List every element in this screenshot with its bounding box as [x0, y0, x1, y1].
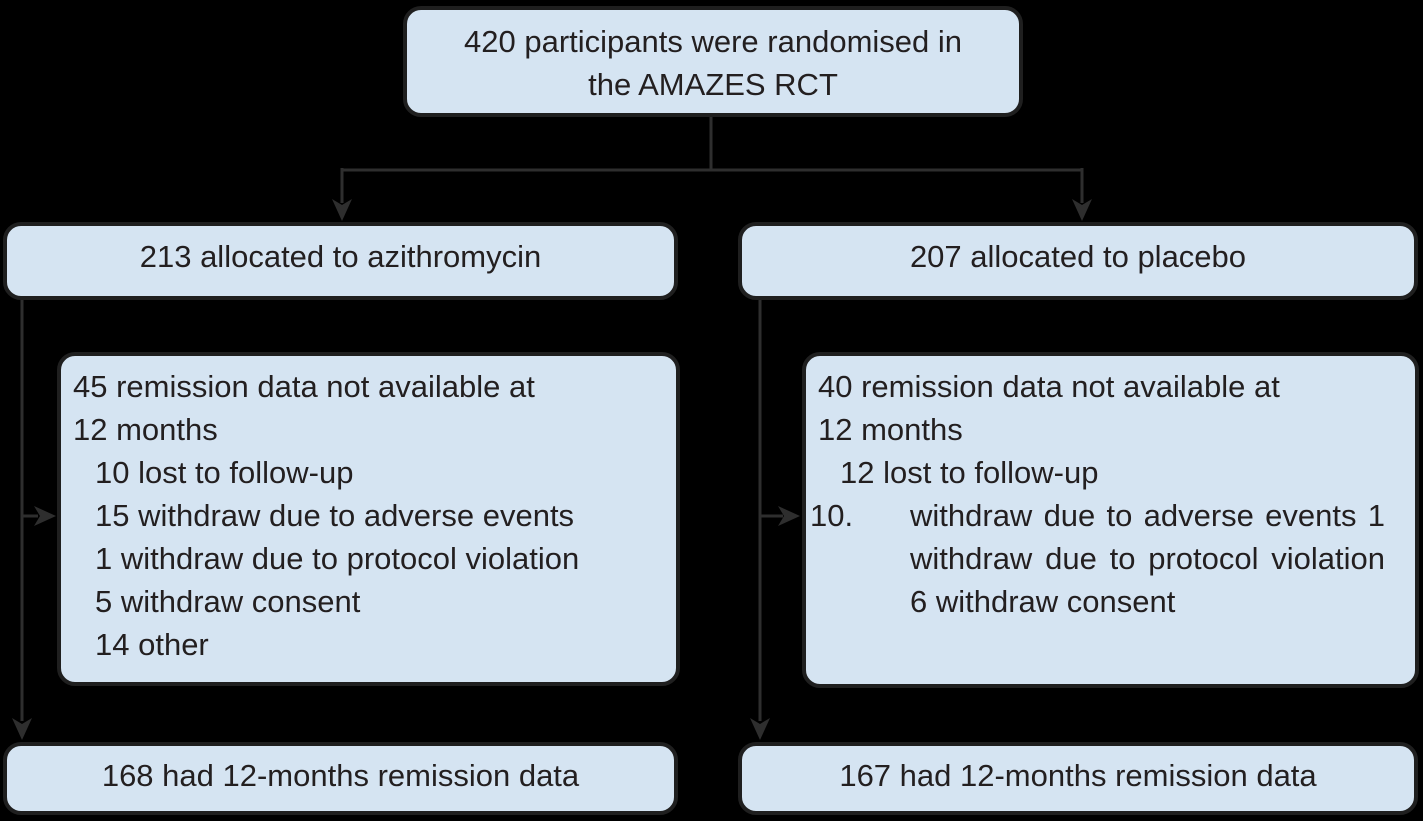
randomised-text-line1: 420 participants were randomised in [464, 24, 962, 59]
arrowhead-left-detail [34, 506, 56, 526]
detail-line: 5 withdraw consent [95, 584, 361, 619]
detail-line: 12 months [818, 412, 963, 447]
detail-line: 12 months [73, 412, 218, 447]
placebo-outcome-box: 167 had 12-months remission data [738, 742, 1418, 815]
randomised-text-line2: the AMAZES RCT [588, 67, 838, 102]
detail-line: 40 remission data not available at [818, 369, 1280, 404]
arrowhead-right-detail [778, 506, 800, 526]
numbered-item-marker: 10. [810, 498, 854, 533]
placebo-missing-data-box: 40 remission data not available at 12 mo… [802, 352, 1419, 688]
arrowhead-right-alloc [1072, 199, 1092, 221]
randomised-box: 420 participants were randomised in the … [403, 6, 1023, 117]
arrowhead-left-alloc [332, 199, 352, 221]
numbered-item-text: withdraw due to adverse events 1 withdra… [910, 498, 1385, 619]
azithromycin-allocation-label: 213 allocated to azithromycin [139, 239, 542, 274]
detail-line: 12 lost to follow-up [840, 455, 1099, 490]
detail-line: 45 remission data not available at [73, 369, 535, 404]
arrowhead-right-outcome [750, 718, 770, 740]
detail-line: 14 other [95, 627, 209, 662]
placebo-allocation-label: 207 allocated to placebo [909, 239, 1247, 274]
azithromycin-outcome-box: 168 had 12-months remission data [3, 742, 678, 815]
azithromycin-allocation-box: 213 allocated to azithromycin [3, 222, 678, 300]
detail-line: 10 lost to follow-up [95, 455, 354, 490]
arrowhead-left-outcome [12, 718, 32, 740]
azithromycin-missing-data-box: 45 remission data not available at 12 mo… [57, 352, 680, 686]
detail-line: 1 withdraw due to protocol violation [95, 541, 580, 576]
detail-line: 15 withdraw due to adverse events [95, 498, 575, 533]
azithromycin-outcome-label: 168 had 12-months remission data [101, 758, 580, 793]
placebo-allocation-box: 207 allocated to placebo [738, 222, 1418, 300]
numbered-detail-paragraph: 10. withdraw due to adverse events 1 with… [810, 494, 1401, 623]
placebo-outcome-label: 167 had 12-months remission data [839, 758, 1317, 793]
